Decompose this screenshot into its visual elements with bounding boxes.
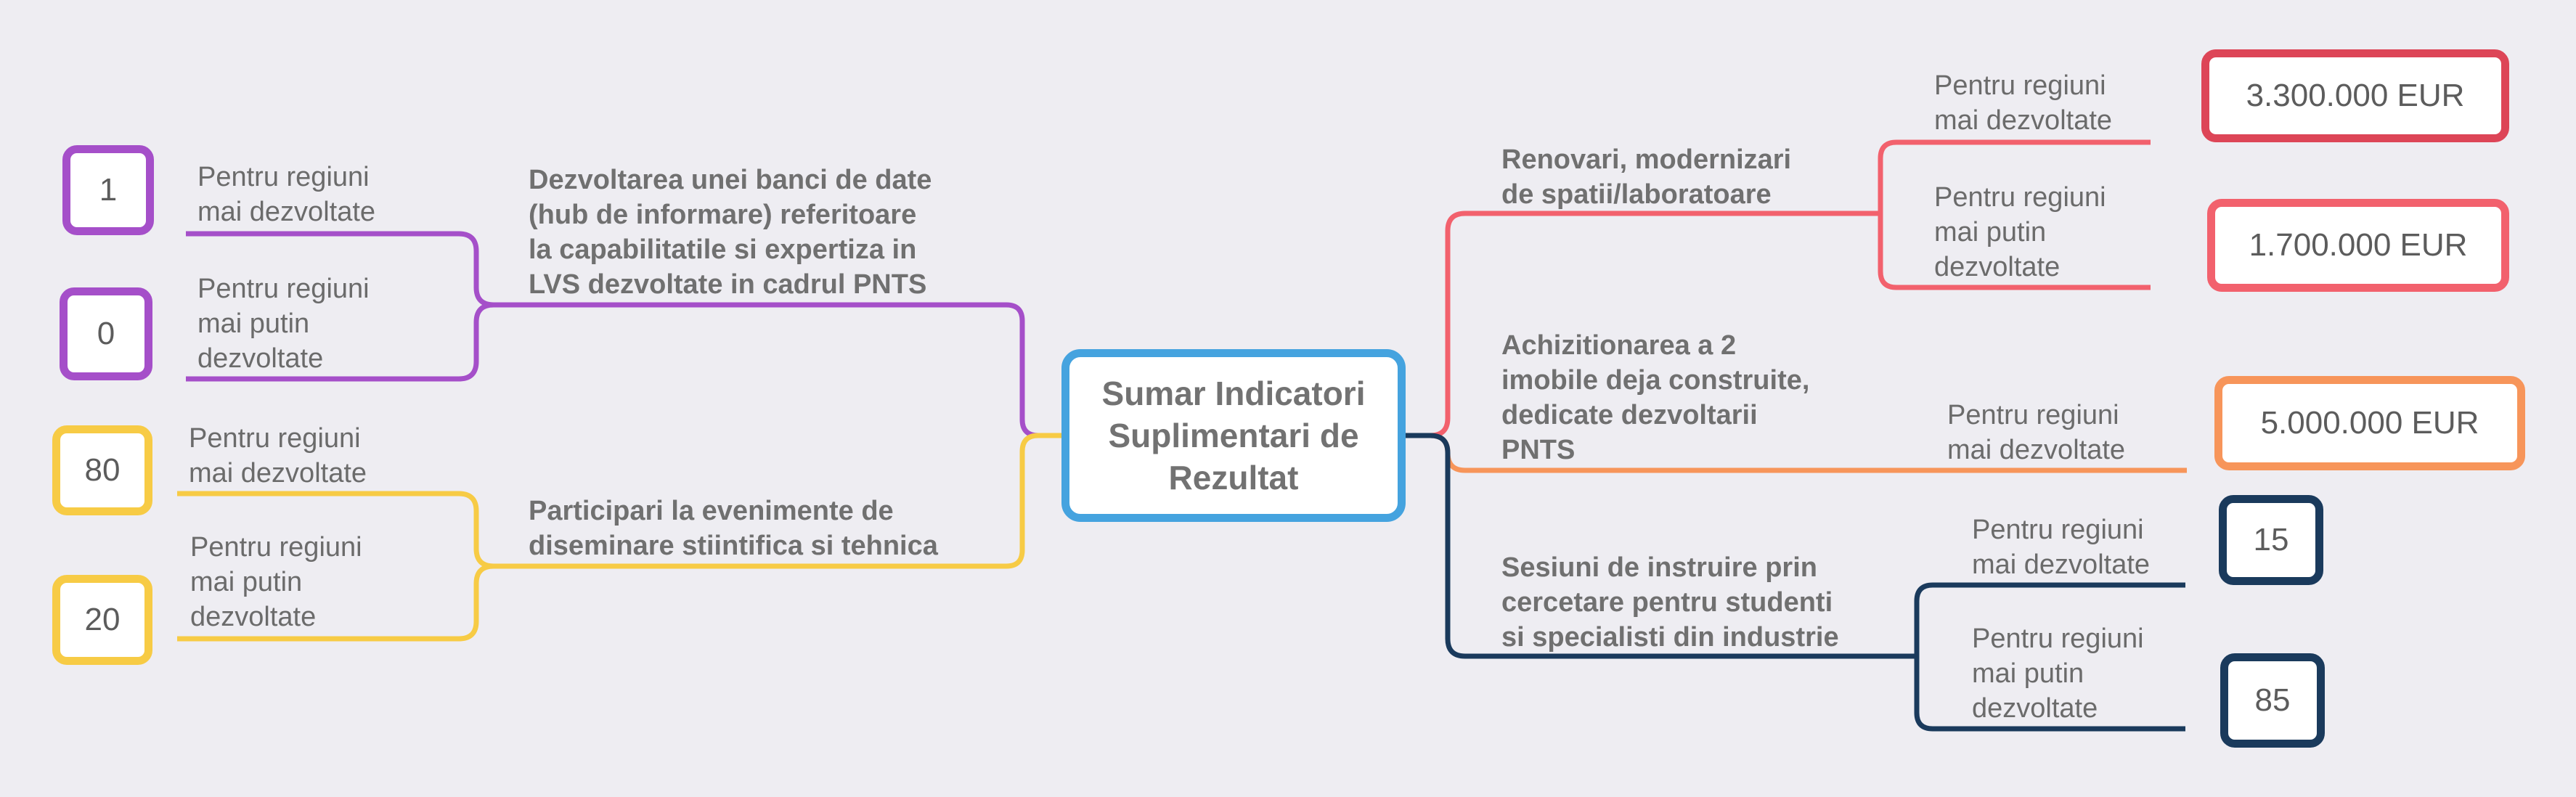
branch-achizitionare-leaf-1-label: Pentru regiuni mai dezvoltate [1947,400,2126,465]
branch-renovari-title: Renovari, modernizari de spatii/laborato… [1501,144,1792,210]
branch-participari-title: Participari la evenimente de diseminare … [529,496,938,561]
value-box-achizitionare[interactable]: 5.000.000 EUR [2214,376,2525,470]
branch-achizitionare-title: Achizitionarea a 2 imobile deja construi… [1501,330,1810,465]
branch-participari-leaf-1-label: Pentru regiuni mai dezvoltate [189,423,367,489]
branch-participari-leaf-2-label: Pentru regiuni mai putin dezvoltate [190,532,362,632]
value-box-participari-less[interactable]: 20 [52,575,152,665]
value-box-hub-less[interactable]: 0 [60,287,152,380]
central-title: Sumar Indicatori Suplimentari de Rezulta… [1101,375,1366,496]
branch-sesiuni-title: Sesiuni de instruire prin cercetare pent… [1501,552,1839,653]
branch-hub-leaf-1-label: Pentru regiuni mai dezvoltate [197,162,376,227]
connector-hub-leaf-2 [186,302,515,382]
value-box-sesiuni-less[interactable]: 85 [2220,653,2325,748]
value-box-participari-more[interactable]: 80 [52,425,152,515]
branch-sesiuni-leaf-1-label: Pentru regiuni mai dezvoltate [1972,515,2151,580]
value-box-sesiuni-more[interactable]: 15 [2219,495,2323,585]
value-box-renovari-less[interactable]: 1.700.000 EUR [2207,199,2509,292]
connector-central-to-sesiuni [1406,433,1917,659]
branch-sesiuni-leaf-2-label: Pentru regiuni mai putin dezvoltate [1972,624,2144,724]
connector-central-to-hub [515,302,1061,438]
branch-hub-leaf-2-label: Pentru regiuni mai putin dezvoltate [197,274,370,374]
central-node[interactable]: Sumar Indicatori Suplimentari de Rezulta… [1061,349,1406,522]
branch-renovari-leaf-1-label: Pentru regiuni mai dezvoltate [1934,70,2113,136]
value-box-renovari-more[interactable]: 3.300.000 EUR [2201,49,2509,142]
connector-renovari-leaf-1 [1878,139,2151,213]
connector-central-to-participari [515,433,1061,569]
value-box-hub-more[interactable]: 1 [62,145,154,235]
branch-renovari-leaf-2-label: Pentru regiuni mai putin dezvoltate [1934,182,2106,282]
connector-sesiuni-leaf-1 [1914,582,2185,656]
connector-sesiuni-leaf-2 [1914,656,2185,732]
branch-hub-title: Dezvoltarea unei banci de date (hub de i… [529,165,932,300]
connector-renovari-leaf-2 [1878,213,2151,290]
connector-participari-leaf-2 [177,563,515,642]
